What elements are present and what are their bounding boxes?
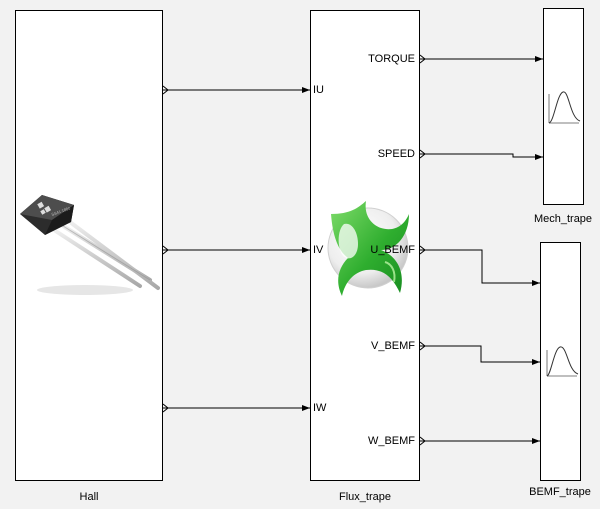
port-label-v-bemf: V_BEMF [370,340,415,352]
block-name-flux-trape[interactable]: Flux_trape [339,491,391,503]
port-label-iv: IV [313,244,324,256]
hall-sensor-icon: SS41 1880 [20,195,160,295]
block-name-mech-trape[interactable]: Mech_trape [533,213,593,225]
port-label-iw: IW [313,402,327,414]
port-label-iu: IU [313,84,324,96]
bemf-scope-icon [546,346,579,377]
hall-port-3 [162,403,169,413]
port-label-w-bemf: W_BEMF [367,435,415,447]
port-label-u-bemf: U_BEMF [370,244,415,256]
hall-block[interactable] [15,10,163,481]
port-label-torque: TORQUE [368,53,415,65]
block-name-hall[interactable]: Hall [79,491,99,503]
connection-speed [420,153,543,160]
hall-port-1 [162,85,169,95]
flux-logo-icon [327,201,409,296]
port-label-speed: SPEED [377,148,415,160]
connection-u-bemf [420,249,540,286]
mech-trape-block[interactable] [543,8,584,205]
block-name-bemf-trape[interactable]: BEMF_trape [529,486,591,498]
hall-port-2 [162,245,169,255]
connection-v-bemf [420,345,540,365]
svg-text:SS41 1880: SS41 1880 [51,205,72,217]
mech-scope-icon [548,91,581,124]
